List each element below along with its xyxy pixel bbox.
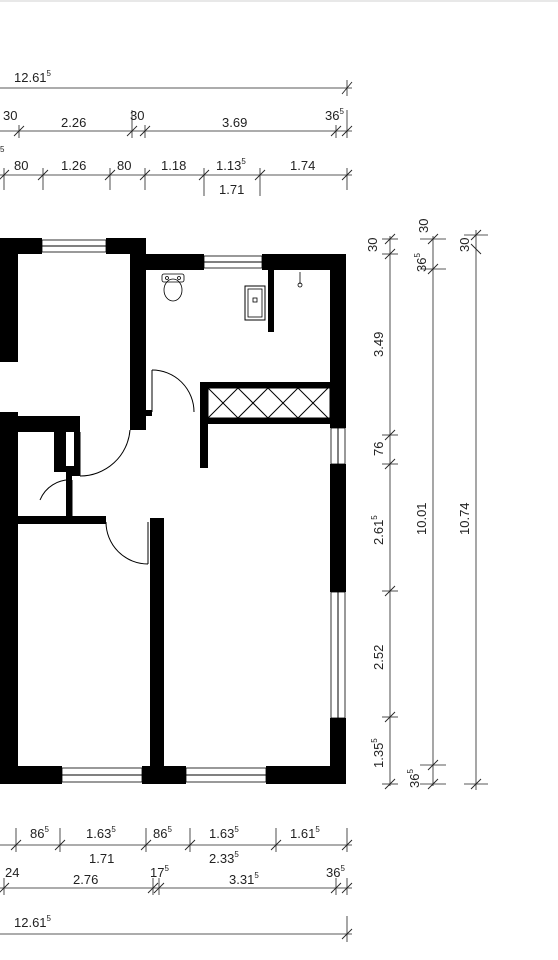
bottom-overall-dimension: 12.615 bbox=[14, 914, 52, 930]
bottom-row1-dim-2: 1.635 bbox=[86, 825, 116, 841]
bottom-row2-dim-2: 2.76 bbox=[73, 872, 98, 887]
bottom-row2-dim-1: 24 bbox=[5, 865, 19, 880]
top-row2-dim-3: 30 bbox=[130, 108, 144, 123]
right-col1-dim-6: 1.355 bbox=[370, 738, 386, 768]
toilet-icon bbox=[161, 273, 185, 302]
right-col1-dim-5: 2.52 bbox=[371, 645, 386, 670]
top-row3-dim-1: 80 bbox=[14, 158, 28, 173]
right-col1-dim-3: 76 bbox=[371, 442, 386, 456]
bottom-dimension-chains: 865 1.635 865 1.635 1.615 1.71 2.335 24 … bbox=[0, 825, 353, 942]
right-col1-dim-2: 3.49 bbox=[371, 332, 386, 357]
top-row2-dim-2: 2.26 bbox=[61, 115, 86, 130]
bottom-row1-dim-5: 1.615 bbox=[290, 825, 320, 841]
top-row3-dim-3: 80 bbox=[117, 158, 131, 173]
right-col1-dim-4: 2.615 bbox=[370, 515, 386, 545]
right-col2-dim-2: 365 bbox=[413, 253, 429, 272]
top-row3-dim-6: 1.74 bbox=[290, 158, 315, 173]
bottom-row1-dim-4: 1.635 bbox=[209, 825, 239, 841]
bottom-row1-sub-dim-1: 1.71 bbox=[89, 851, 114, 866]
floor-plan bbox=[0, 238, 346, 784]
top-row2-dim-1: 30 bbox=[3, 108, 17, 123]
right-dimension-chains: 30 3.49 76 2.615 2.52 1.355 30 365 10.01… bbox=[365, 219, 488, 790]
top-row3-sub-dim: 1.71 bbox=[219, 182, 244, 197]
top-border bbox=[0, 0, 558, 2]
top-row2-dim-5: 365 bbox=[325, 107, 344, 123]
top-row3-dim-5: 1.135 bbox=[216, 157, 246, 173]
right-col3-dim-1: 30 bbox=[457, 238, 472, 252]
bottom-row1-dim-3: 865 bbox=[153, 825, 172, 841]
bottom-row1-dim-1: 865 bbox=[30, 825, 49, 841]
top-row2-dim-4: 3.69 bbox=[222, 115, 247, 130]
right-col3-dim-2: 10.74 bbox=[457, 502, 472, 535]
right-col2-dim-4: 365 bbox=[406, 769, 422, 788]
top-row2-partial-dim: 5 bbox=[0, 145, 5, 154]
top-row3-dim-4: 1.18 bbox=[161, 158, 186, 173]
top-row3-dim-2: 1.26 bbox=[61, 158, 86, 173]
bottom-row2-dim-5: 365 bbox=[326, 864, 345, 880]
top-overall-dimension: 12.615 bbox=[14, 69, 52, 85]
bottom-row2-dim-3: 175 bbox=[150, 864, 169, 880]
right-col2-dim-1: 30 bbox=[416, 219, 431, 233]
right-col1-dim-1: 30 bbox=[365, 238, 380, 252]
bottom-row1-sub-dim-2: 2.335 bbox=[209, 850, 239, 866]
top-dimension-chains: 12.615 30 2.26 30 3.69 365 5 bbox=[0, 69, 353, 197]
bottom-row2-dim-4: 3.315 bbox=[229, 871, 259, 887]
right-col2-dim-3: 10.01 bbox=[414, 502, 429, 535]
sink-icon bbox=[244, 285, 266, 321]
shower-icon bbox=[297, 272, 303, 288]
